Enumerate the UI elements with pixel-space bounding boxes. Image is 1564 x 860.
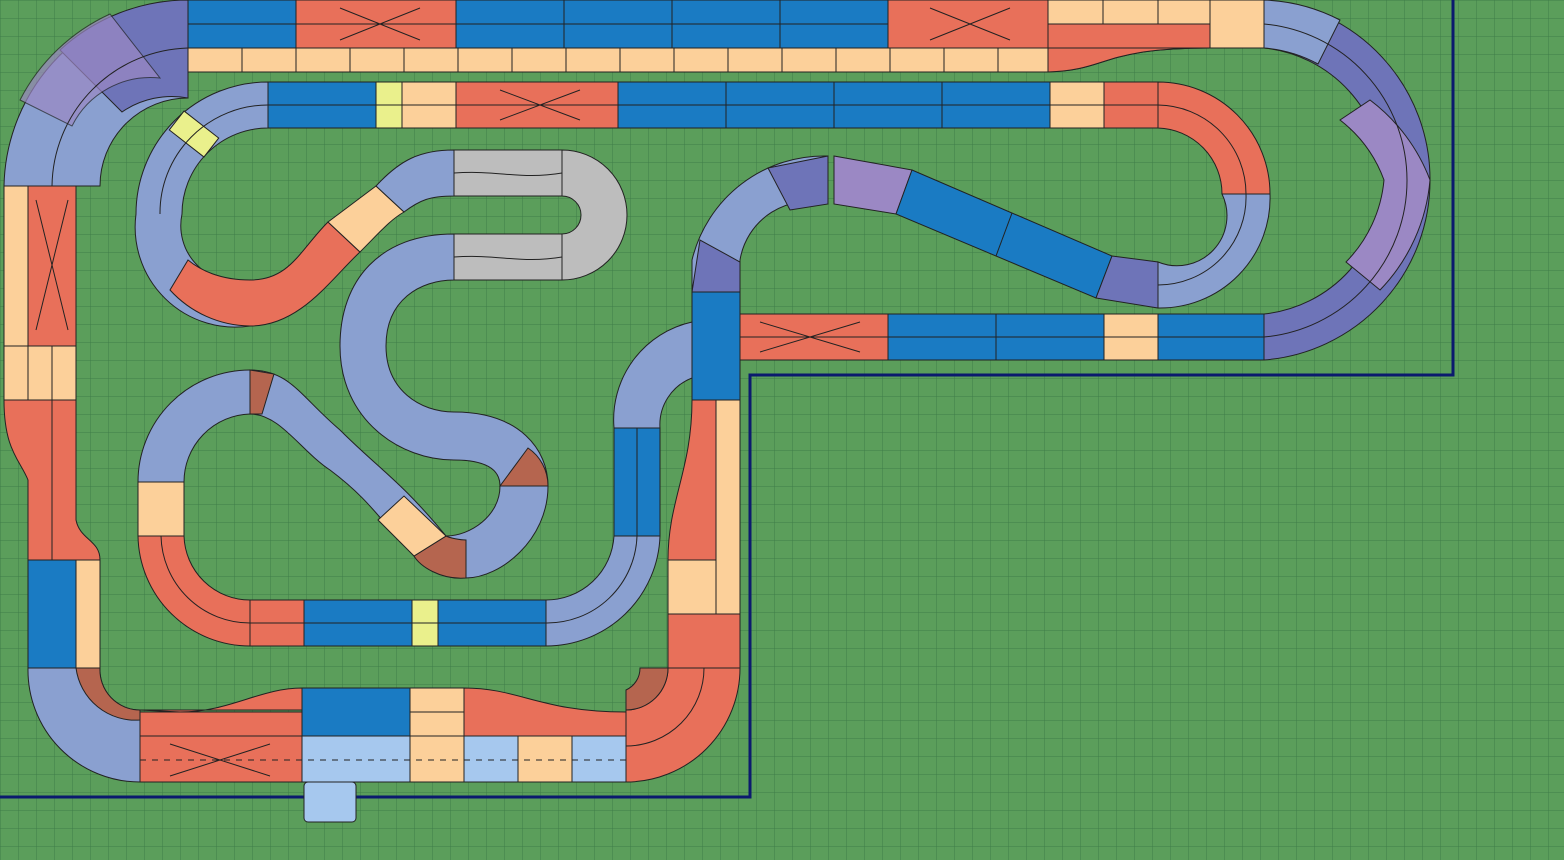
- inner-left-hook: [134, 81, 455, 328]
- inner-snake: [339, 233, 549, 579]
- outer-bottomleft-curve: [27, 667, 141, 783]
- middle-right-row: [739, 313, 1265, 361]
- inner-left-loop: [137, 321, 693, 647]
- outer-top-straights: [187, 0, 1265, 49]
- room-wall: [0, 0, 1455, 799]
- outer-right-column: [667, 291, 741, 669]
- inner-top-row: [267, 81, 1159, 129]
- outer-bottomright-curve: [625, 667, 741, 783]
- outer-top-peach-lane: [187, 47, 1211, 73]
- outer-left-column: [3, 185, 101, 669]
- hairpin-gray: [453, 149, 628, 281]
- outer-right-loop: [1263, 0, 1431, 361]
- inner-right-climb: [691, 81, 1271, 309]
- outer-topleft-curve: [3, 0, 189, 187]
- outer-bottom-row: [139, 687, 627, 823]
